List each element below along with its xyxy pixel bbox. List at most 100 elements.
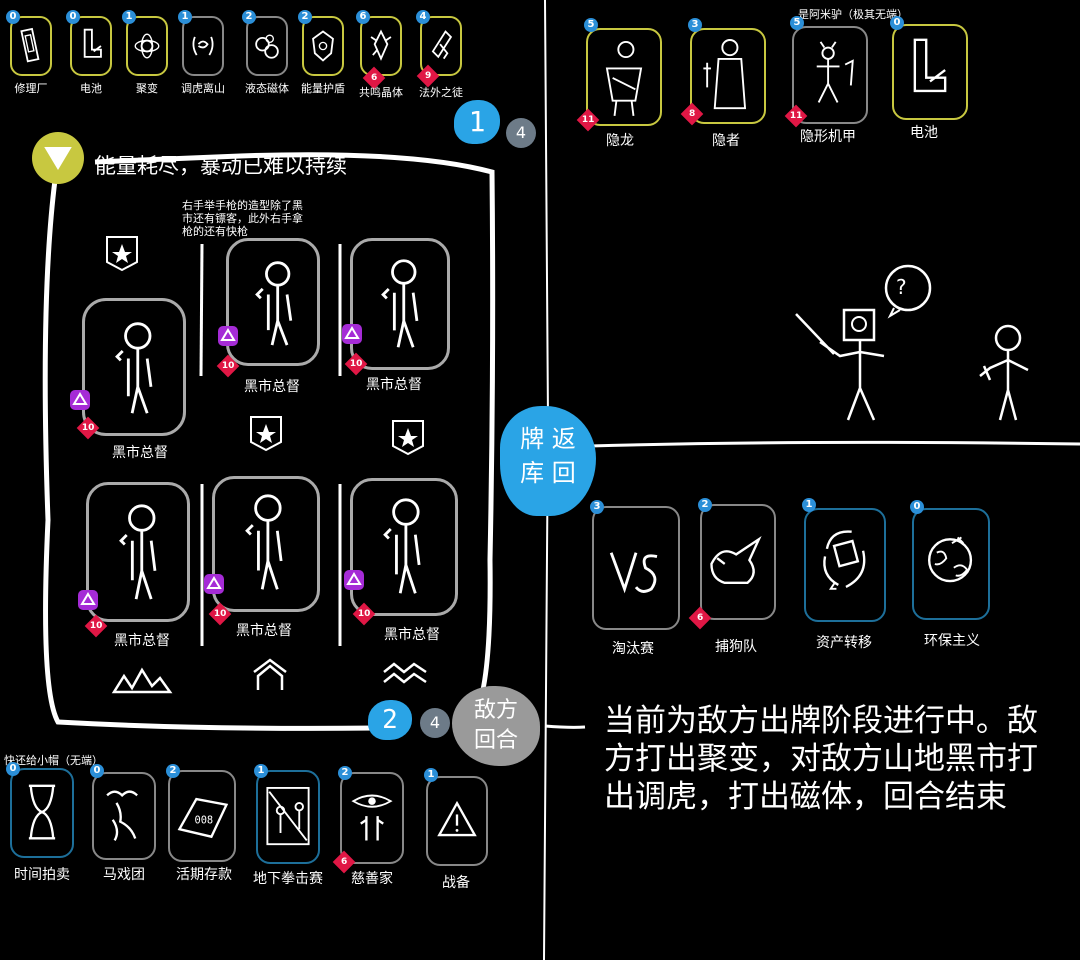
lane-divider bbox=[200, 484, 204, 646]
roof-terrain-icon bbox=[253, 658, 287, 690]
enemy-card-hermit[interactable] bbox=[690, 28, 766, 124]
hand-card-fusion[interactable] bbox=[126, 16, 168, 76]
hand-card-battery[interactable] bbox=[70, 16, 112, 76]
cost-badge: 0 bbox=[890, 16, 904, 30]
card-label: 液态磁体 bbox=[245, 82, 289, 95]
mech-icon bbox=[816, 41, 854, 103]
enemy-turn-line1: 敌方 bbox=[473, 698, 518, 723]
thought-bubble: ? bbox=[896, 275, 907, 299]
lane-banner-icon bbox=[250, 416, 282, 452]
atom-icon bbox=[134, 33, 160, 59]
board-card-governor[interactable] bbox=[350, 478, 458, 616]
hand-card-philanthropist[interactable] bbox=[340, 772, 404, 864]
hand-card-energy-shield[interactable] bbox=[302, 16, 344, 76]
cost-badge: 0 bbox=[6, 762, 20, 776]
card-label: 黑市总督 bbox=[244, 379, 300, 395]
board-card-governor[interactable] bbox=[226, 238, 320, 366]
board-card-governor[interactable] bbox=[86, 482, 190, 622]
cost-badge: 3 bbox=[590, 500, 604, 514]
cost-badge: 0 bbox=[6, 10, 20, 24]
hand-card-war-readiness[interactable] bbox=[426, 776, 488, 866]
return-to-deck-button[interactable]: 牌 返 库 回 bbox=[500, 406, 596, 516]
hand-card-demand-deposit[interactable]: 008 bbox=[168, 770, 236, 862]
board-card-governor[interactable] bbox=[212, 476, 320, 612]
swirl-icon bbox=[192, 36, 214, 56]
card-label: 共鸣晶体 bbox=[359, 86, 403, 99]
enemy-card-stealth-mech[interactable] bbox=[792, 26, 868, 124]
deposit-icon: 008 bbox=[177, 797, 229, 839]
return-button-line1: 牌 返 bbox=[520, 425, 576, 453]
enemy-card-hidden-dragon[interactable] bbox=[586, 28, 662, 126]
card-label: 时间拍卖 bbox=[14, 867, 70, 883]
boxing-icon bbox=[266, 787, 310, 846]
cost-badge: 0 bbox=[66, 10, 80, 24]
enemy-turn-badge: 敌方 回合 bbox=[452, 686, 540, 766]
cost-badge: 3 bbox=[688, 18, 702, 32]
card-label: 慈善家 bbox=[351, 871, 393, 887]
hand-card-factory[interactable] bbox=[10, 16, 52, 76]
lane-divider bbox=[199, 243, 204, 377]
enemy-card-battery[interactable] bbox=[892, 24, 968, 120]
bottom-hand-note: 快还给小帽（无端） bbox=[4, 754, 103, 767]
cost-badge: 0 bbox=[910, 500, 924, 514]
governor-figure-icon bbox=[119, 504, 157, 600]
cost-badge: 1 bbox=[178, 10, 192, 24]
return-button-line2: 库 回 bbox=[520, 459, 576, 487]
card-label: 黑市总督 bbox=[112, 445, 168, 461]
board-note: 右手举手枪的造型除了黑 市还有镖客，此外右手拿 枪的还有快枪 bbox=[182, 199, 303, 238]
card-label: 法外之徒 bbox=[419, 86, 463, 99]
board-card-governor[interactable] bbox=[350, 238, 450, 370]
hand-card-underground-boxing[interactable] bbox=[256, 770, 320, 864]
cost-badge: 1 bbox=[802, 498, 816, 512]
card-label: 活期存款 bbox=[176, 867, 232, 883]
turn-counter: 1 bbox=[454, 100, 500, 144]
shield-badge bbox=[218, 326, 238, 346]
card-label: 环保主义 bbox=[924, 633, 980, 649]
card-label: 隐龙 bbox=[606, 133, 634, 149]
outlaw-icon bbox=[431, 30, 453, 60]
card-label: 地下拳击赛 bbox=[253, 871, 323, 887]
hand-card-time-auction[interactable] bbox=[10, 768, 74, 858]
cost-badge: 2 bbox=[338, 766, 352, 780]
wave-terrain-icon bbox=[383, 662, 427, 684]
enemy-hand-card-knockout[interactable] bbox=[592, 506, 680, 630]
deck-counter: 4 bbox=[506, 118, 536, 148]
hand-card-lure[interactable] bbox=[182, 16, 224, 76]
ninja-icon bbox=[605, 41, 643, 116]
governor-figure-icon bbox=[245, 494, 283, 590]
crystal-icon bbox=[370, 29, 392, 61]
board-card-governor[interactable] bbox=[82, 298, 186, 436]
enemy-hand-card-asset-transfer[interactable] bbox=[804, 508, 886, 622]
svg-text:008: 008 bbox=[194, 815, 213, 827]
transfer-icon bbox=[823, 530, 866, 590]
shield-badge bbox=[204, 574, 224, 594]
card-label: 能量护盾 bbox=[301, 82, 345, 95]
turn-counter: 2 bbox=[368, 700, 412, 740]
card-label: 隐者 bbox=[712, 133, 740, 149]
duel-scene-illustration bbox=[795, 264, 1029, 421]
governor-figure-icon bbox=[381, 259, 419, 348]
cost-badge: 1 bbox=[424, 768, 438, 782]
cost-badge: 6 bbox=[356, 10, 370, 24]
factory-icon bbox=[20, 27, 40, 63]
lane-divider bbox=[338, 244, 342, 376]
card-label: 资产转移 bbox=[816, 635, 872, 651]
vs-icon bbox=[609, 552, 658, 594]
governor-figure-icon bbox=[255, 261, 293, 346]
battery-icon bbox=[913, 38, 947, 93]
cost-badge: 0 bbox=[90, 764, 104, 778]
cost-badge: 2 bbox=[242, 10, 256, 24]
card-label: 电池 bbox=[910, 125, 938, 141]
enemy-hand-card-dog-catchers[interactable] bbox=[700, 504, 776, 620]
card-label: 隐形机甲 bbox=[800, 129, 856, 145]
enemy-hand-card-environmentalism[interactable] bbox=[912, 508, 990, 620]
card-label: 调虎离山 bbox=[181, 82, 225, 95]
card-label: 捕狗队 bbox=[715, 639, 757, 655]
hand-card-circus[interactable] bbox=[92, 772, 156, 860]
hand-card-resonance-crystal[interactable] bbox=[360, 16, 402, 76]
hand-card-liquid-magnet[interactable] bbox=[246, 16, 288, 76]
cost-badge: 4 bbox=[416, 10, 430, 24]
cost-badge: 1 bbox=[122, 10, 136, 24]
battery-icon bbox=[83, 28, 102, 58]
mountain-terrain-icon bbox=[111, 667, 173, 694]
